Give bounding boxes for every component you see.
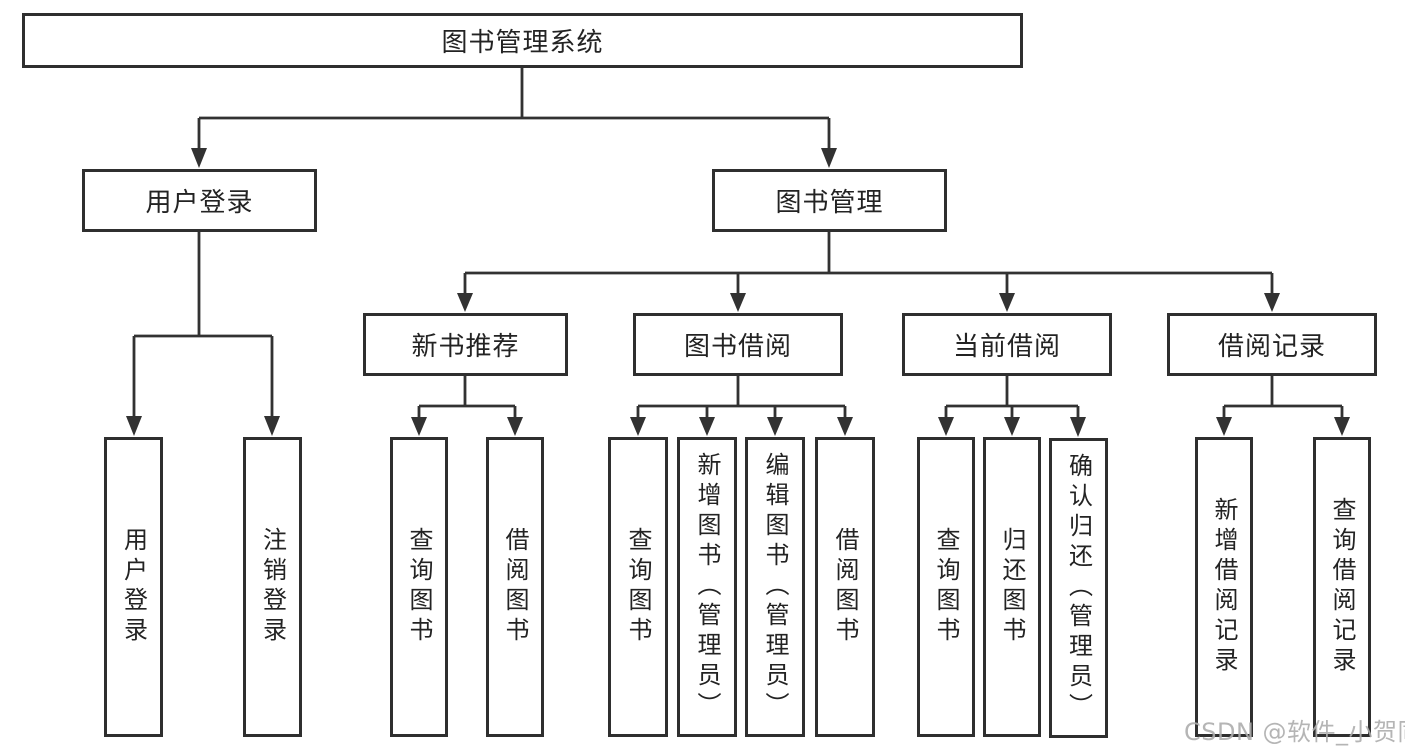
arrowhead: [699, 417, 715, 436]
leaf-label: 查询图书: [624, 527, 652, 647]
node-root-system: 图书管理系统: [22, 13, 1023, 68]
node-book-management: 图书管理: [712, 169, 947, 232]
arrowhead: [191, 148, 207, 168]
leaf-label: 借阅图书: [501, 527, 529, 647]
arrowhead: [1070, 417, 1086, 437]
leaf-borrow-borrow-books: 借阅图书: [815, 437, 875, 737]
arrowhead: [507, 417, 523, 436]
arrowhead: [821, 148, 837, 168]
arrowhead: [411, 417, 427, 436]
arrowhead: [457, 293, 473, 312]
leaf-label: 用户登录: [119, 527, 148, 647]
arrowhead: [1334, 417, 1350, 436]
leaf-borrow-edit-books-admin: 编辑图书（管理员）: [745, 437, 805, 737]
node-label: 借阅记录: [1217, 332, 1326, 362]
node-label: 图书管理: [775, 188, 884, 218]
leaf-borrow-add-books-admin: 新增图书（管理员）: [677, 437, 737, 737]
arrowhead: [1264, 293, 1280, 312]
leaf-logout: 注销登录: [243, 437, 302, 737]
connector-current-borrow-children: [944, 376, 1080, 419]
node-label: 用户登录: [145, 188, 254, 218]
connector-book-mgmt-children: [463, 232, 1274, 294]
node-label: 图书借阅: [683, 332, 792, 362]
leaf-newbook-borrow-books: 借阅图书: [486, 437, 544, 737]
leaf-label: 借阅图书: [831, 527, 859, 647]
leaf-label: 确认归还（管理员）: [1064, 453, 1093, 723]
csdn-watermark: CSDN @软件_小贺同学: [1184, 718, 1405, 746]
node-label: 当前借阅: [952, 332, 1061, 362]
node-label: 图书管理系统: [441, 28, 604, 58]
leaf-label: 查询借阅记录: [1328, 497, 1356, 677]
leaf-label: 查询图书: [932, 527, 960, 647]
leaf-label: 查询图书: [405, 527, 433, 647]
arrowhead: [999, 293, 1015, 312]
connector-new-book-children: [417, 376, 517, 419]
arrowhead: [938, 417, 954, 436]
leaf-record-query-borrow-record: 查询借阅记录: [1313, 437, 1371, 737]
arrowhead: [730, 293, 746, 312]
node-current-borrow: 当前借阅: [902, 313, 1112, 376]
leaf-borrow-query-books: 查询图书: [608, 437, 668, 737]
connector-book-borrow-children: [636, 376, 847, 419]
arrowhead: [126, 416, 142, 436]
leaf-current-confirm-return-admin: 确认归还（管理员）: [1049, 438, 1108, 738]
leaf-label: 编辑图书（管理员）: [761, 452, 789, 722]
connector-root-to-level2: [197, 68, 831, 150]
leaf-current-query-books: 查询图书: [917, 437, 975, 737]
leaf-record-add-borrow-record: 新增借阅记录: [1195, 437, 1253, 737]
connector-borrow-record-children: [1222, 376, 1344, 419]
connector-user-login-children: [132, 232, 274, 418]
leaf-label: 新增借阅记录: [1210, 497, 1238, 677]
node-borrow-record: 借阅记录: [1167, 313, 1377, 376]
arrowhead: [837, 417, 853, 436]
node-new-book-recommend: 新书推荐: [363, 313, 568, 376]
arrowhead: [630, 417, 646, 436]
arrowhead: [264, 416, 280, 436]
leaf-label: 注销登录: [258, 527, 287, 647]
leaf-user-login: 用户登录: [104, 437, 163, 737]
arrowhead: [1004, 417, 1020, 436]
arrowhead: [1216, 417, 1232, 436]
node-label: 新书推荐: [411, 332, 520, 362]
node-user-login: 用户登录: [82, 169, 317, 232]
leaf-newbook-query-books: 查询图书: [390, 437, 448, 737]
leaf-label: 归还图书: [998, 527, 1026, 647]
leaf-current-return-books: 归还图书: [983, 437, 1041, 737]
node-book-borrow: 图书借阅: [633, 313, 843, 376]
leaf-label: 新增图书（管理员）: [693, 452, 721, 722]
arrowhead: [767, 417, 783, 436]
